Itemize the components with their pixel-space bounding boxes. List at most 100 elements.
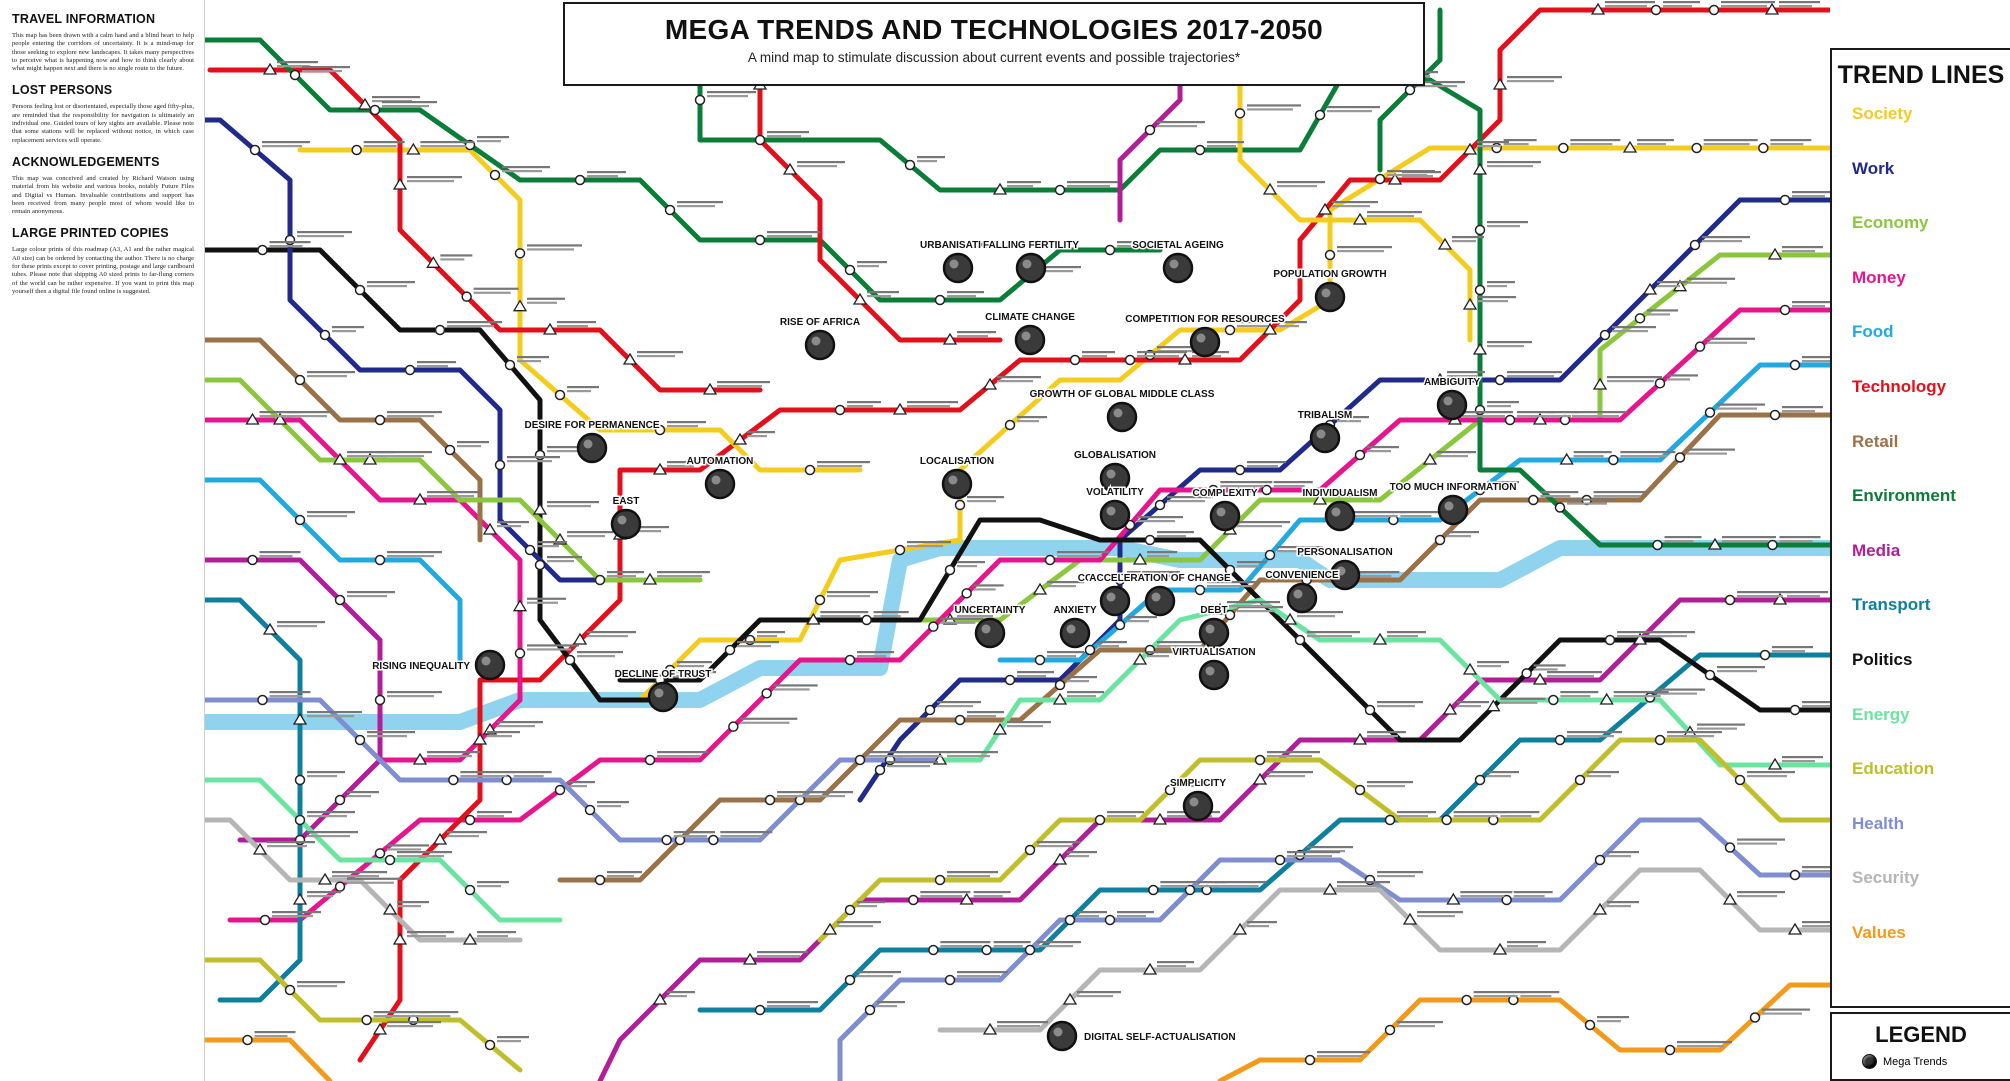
station-label-mark [1687, 452, 1727, 455]
station-label-mark [460, 775, 508, 778]
station-triangle-icon [292, 892, 308, 905]
station-label-mark [387, 848, 421, 851]
mega-trend-station: POPULATION GROWTH [1272, 268, 1388, 313]
station-label-mark [1167, 496, 1213, 499]
station-marker [319, 329, 331, 341]
station-label-mark [1607, 380, 1654, 383]
station-label-mark [887, 765, 930, 768]
station-marker [1604, 634, 1616, 646]
station-label-mark [1397, 1021, 1443, 1024]
station-label-mark [637, 351, 683, 354]
station-label-mark [1802, 925, 1830, 928]
mega-trend-label: DIGITAL SELF-ACTUALISATION [1084, 1032, 1236, 1043]
sidebar-section-heading: LARGE PRINTED COPIES [12, 226, 169, 241]
station-label-mark [1377, 701, 1423, 704]
station-label-mark [1127, 571, 1180, 574]
sidebar-section-body: Persons feeling lost or disorientated, e… [12, 103, 194, 144]
station-marker [1261, 484, 1272, 496]
station-label-mark [1207, 145, 1236, 148]
station-triangle-icon [1352, 212, 1368, 225]
station-triangle-icon [362, 452, 378, 465]
station-label-mark [1147, 655, 1169, 658]
mega-trend-highlight [1021, 331, 1031, 341]
station-label-mark [1792, 191, 1830, 194]
station-label-mark [367, 731, 415, 734]
mega-trend-station: VOLATILITY [1085, 486, 1146, 531]
station-label-mark [1237, 565, 1259, 568]
station-label-mark [667, 425, 698, 428]
station-marker [524, 544, 536, 556]
station-label-mark [607, 875, 634, 878]
mega-trend-marker [647, 681, 679, 713]
mega-trend-highlight [1169, 259, 1179, 269]
mega-trend-station: RISE OF AFRICA [778, 316, 862, 361]
station-triangle-icon [1446, 892, 1461, 905]
station-marker [242, 1034, 253, 1046]
station-label-mark [1547, 411, 1579, 414]
mega-trend-label: LOCALISATION [920, 456, 994, 467]
station-label-mark [1067, 185, 1110, 188]
station-label-mark [673, 835, 705, 838]
station-label-mark [1297, 611, 1343, 614]
mega-trend-marker [1099, 499, 1131, 531]
station-label-mark [1500, 811, 1540, 814]
station-label-mark [363, 145, 397, 148]
station-label-mark [847, 405, 873, 408]
station-marker [1474, 774, 1486, 786]
station-label-mark [1077, 991, 1121, 994]
mega-trend-highlight [1443, 396, 1453, 406]
station-label-mark [673, 831, 713, 834]
mega-trend-label: TRIBALISM [1298, 410, 1352, 421]
station-label-mark [1487, 285, 1507, 288]
station-label-mark [1317, 1055, 1362, 1058]
mega-trend-station: DIGITAL SELF-ACTUALISATION [1046, 1020, 1237, 1052]
station-label-mark [1772, 650, 1805, 653]
station-marker [1374, 173, 1386, 185]
station-label-mark [1017, 671, 1054, 674]
station-label-mark [1593, 491, 1649, 494]
station-triangle-icon [1402, 912, 1418, 925]
station-label-mark [1487, 775, 1511, 778]
station-marker [374, 554, 386, 566]
station-label-mark [1267, 755, 1312, 758]
legend-mega-trends-label: Mega Trends [1883, 1055, 1948, 1068]
mega-trend-label: TOO MUCH INFORMATION [1390, 482, 1517, 493]
trend-line-media: Media [1852, 540, 1901, 560]
station-label-mark [1067, 691, 1104, 694]
mega-trend-label: DECLINE OF TRUST [615, 669, 712, 680]
station-label-mark [1802, 360, 1830, 363]
station-label-mark [1097, 641, 1127, 644]
station-label-mark [297, 985, 337, 988]
station-label-mark [1397, 811, 1436, 814]
station-triangle-icon [512, 599, 528, 612]
station-marker [944, 974, 956, 986]
station-label-mark [1717, 403, 1765, 406]
station-label-mark [717, 381, 770, 384]
station-marker [1104, 914, 1116, 926]
station-label-mark [259, 551, 301, 554]
station-label-mark [907, 541, 951, 544]
station-marker [284, 984, 296, 996]
station-triangle-icon [1592, 902, 1608, 915]
mega-trend-marker [1046, 1020, 1078, 1052]
station-label-mark [1337, 885, 1382, 888]
station-marker [514, 248, 526, 259]
station-label-mark [1487, 771, 1519, 774]
station-label-mark [1207, 581, 1260, 584]
station-triangle-icon [1532, 672, 1548, 685]
mega-trend-station: ACCELERATION OF CHANGE [1088, 572, 1233, 617]
station-label-mark [973, 588, 996, 591]
station-label-mark [277, 65, 310, 68]
station-label-mark [867, 291, 899, 294]
station-marker [1708, 4, 1720, 16]
mega-trend-label: FALLING FERTILITY [983, 240, 1079, 251]
station-label-mark [537, 541, 567, 544]
station-triangle-icon [652, 462, 668, 475]
mega-trend-label: ANXIETY [1053, 605, 1097, 616]
trend-line-technology: Technology [1852, 376, 1947, 396]
station-marker [294, 374, 306, 386]
station-marker [1724, 842, 1736, 853]
station-marker [1474, 284, 1486, 296]
station-label-mark [1657, 688, 1705, 691]
